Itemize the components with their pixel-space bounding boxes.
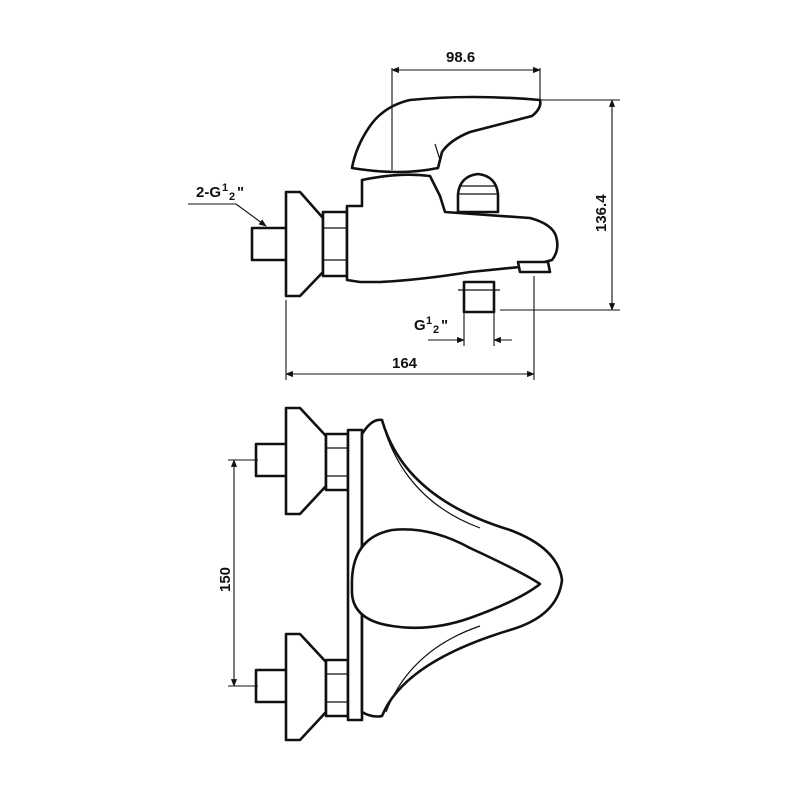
side-view: 98.6 136.4 164 2-G 1 2 " G 1 2 xyxy=(188,49,620,380)
top-view: 150 xyxy=(217,406,564,742)
inlet-pipe xyxy=(250,226,290,262)
svg-text:2: 2 xyxy=(433,324,439,336)
label-outlet-thread: G 1 2 " xyxy=(414,315,448,336)
mixer-body xyxy=(345,173,559,284)
dim-total-length: 164 xyxy=(392,355,418,372)
svg-text:": " xyxy=(441,317,448,334)
svg-text:1: 1 xyxy=(426,315,432,327)
hex-nut xyxy=(321,210,349,278)
lever-top-teardrop xyxy=(350,528,542,630)
spout-tip xyxy=(516,260,552,274)
upper-inlet-pipe xyxy=(254,442,290,478)
lower-inlet-pipe xyxy=(254,668,290,704)
dim-inlet-spacing: 150 xyxy=(217,567,234,592)
svg-text:2-G: 2-G xyxy=(196,184,221,201)
dim-total-height: 136.4 xyxy=(593,194,610,232)
svg-text:2: 2 xyxy=(229,191,235,203)
lower-flange xyxy=(284,632,328,742)
upper-nut xyxy=(324,432,350,492)
lever-handle xyxy=(350,95,542,174)
label-inlet-thread: 2-G 1 2 " xyxy=(196,182,244,203)
dim-lever-width: 98.6 xyxy=(446,49,475,66)
lower-nut xyxy=(324,658,350,718)
upper-flange xyxy=(284,406,328,516)
svg-text:G: G xyxy=(414,317,426,334)
svg-text:": " xyxy=(237,184,244,201)
wall-flange xyxy=(284,190,325,298)
diverter-knob xyxy=(456,172,500,214)
outlet-pipe xyxy=(462,280,496,314)
svg-text:1: 1 xyxy=(222,182,228,194)
